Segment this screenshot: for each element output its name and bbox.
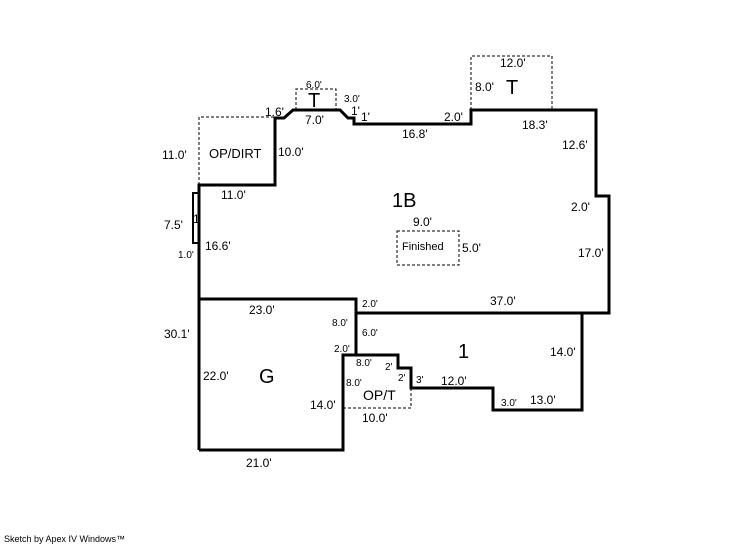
dim: 37.0': [490, 294, 516, 308]
area-opt: OP/T: [363, 387, 396, 403]
dim: 1: [193, 212, 200, 226]
dim: 2.0': [334, 344, 350, 355]
dim: 16.8': [402, 127, 428, 141]
dim: 6.0': [362, 328, 378, 339]
dim: 30.1': [164, 327, 190, 341]
area-opdirt: OP/DIRT: [209, 146, 262, 161]
dim: 9.0': [413, 215, 432, 229]
dim: 2.0': [362, 299, 378, 310]
dim: 23.0': [249, 303, 275, 317]
dim: 2': [385, 362, 393, 373]
left-bump: [192, 192, 200, 244]
dim: 22.0': [203, 369, 229, 383]
dim: 11.0': [162, 148, 187, 162]
sketch-credit: Sketch by Apex IV Windows™: [4, 534, 126, 544]
finished-dashed: [396, 230, 460, 266]
dim: 7.0': [305, 113, 324, 127]
opdirt-dashed: [198, 116, 275, 185]
dim: 8.0': [356, 358, 372, 369]
dim: 8.0': [346, 378, 362, 389]
dim: 21.0': [246, 456, 272, 470]
dim: 10.0': [278, 145, 304, 159]
dim: 10.0': [362, 411, 388, 425]
dim: 1': [361, 110, 370, 124]
dim: 2.0': [571, 200, 590, 214]
dim: 13.0': [530, 393, 556, 407]
dim: 6.0': [306, 80, 322, 91]
dim: 3.0': [344, 94, 360, 105]
main-wall: [197, 108, 611, 450]
dim: 5.0': [462, 241, 481, 255]
area-finished: Finished: [402, 241, 444, 253]
dim: 17.0': [578, 246, 604, 260]
dim: 12.0': [441, 374, 467, 388]
dim: 14.0': [550, 345, 576, 359]
dim: 14.0': [310, 398, 336, 412]
dim: 1.0': [178, 250, 194, 261]
dim: 12.6': [562, 138, 588, 152]
area-t-large: T: [506, 77, 518, 99]
dim: 12.0': [500, 56, 526, 70]
t-small-dashed: [295, 88, 337, 110]
dim: 8.0': [332, 318, 348, 329]
dim: 7.5': [164, 218, 183, 232]
dim: 2.0': [444, 110, 463, 124]
dim: 11.0': [221, 188, 246, 202]
area-1b: 1B: [392, 190, 416, 212]
opt-dashed: [343, 388, 412, 409]
dim: 18.3': [522, 118, 548, 132]
area-1: 1: [458, 341, 469, 363]
area-g: G: [259, 366, 275, 388]
dim: 1.6': [265, 105, 284, 119]
dim: 3.0': [501, 398, 517, 409]
area-t-small: T: [308, 90, 320, 112]
dim: 8.0': [475, 80, 494, 94]
dim: 16.6': [205, 239, 231, 253]
t-large-dashed: [470, 55, 553, 110]
dim: 3': [416, 375, 424, 386]
dim: 2': [398, 373, 406, 384]
dim: 1': [351, 104, 360, 118]
